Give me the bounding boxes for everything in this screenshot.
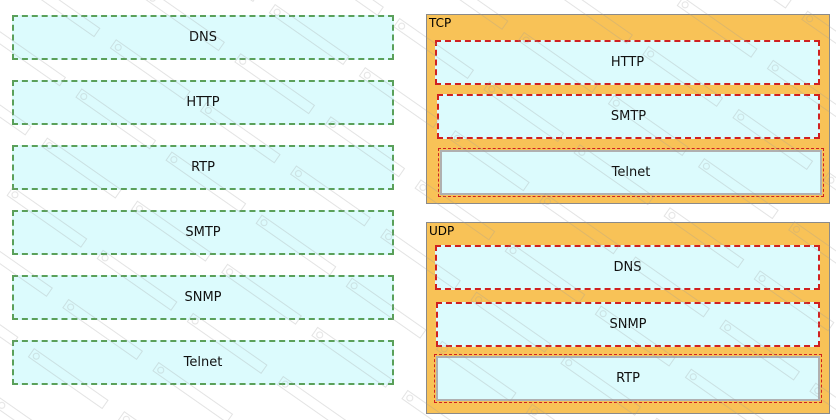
- slot-label: RTP: [616, 371, 640, 386]
- option-label: SNMP: [184, 290, 222, 305]
- option-rtp[interactable]: RTP: [12, 145, 394, 190]
- tcp-slot-3[interactable]: Telnet: [438, 148, 824, 197]
- tcp-zone-title: TCP: [429, 16, 452, 30]
- option-label: Telnet: [183, 355, 223, 370]
- option-label: DNS: [189, 30, 217, 45]
- option-snmp[interactable]: SNMP: [12, 275, 394, 320]
- tcp-slot-2[interactable]: SMTP: [437, 94, 820, 139]
- option-dns[interactable]: DNS: [12, 15, 394, 60]
- slot-label: Telnet: [611, 165, 651, 180]
- udp-slot-3[interactable]: RTP: [434, 354, 822, 403]
- option-smtp[interactable]: SMTP: [12, 210, 394, 255]
- slot-label: DNS: [613, 260, 642, 275]
- option-http[interactable]: HTTP: [12, 80, 394, 125]
- option-label: SMTP: [185, 225, 221, 240]
- tcp-slot-1[interactable]: HTTP: [435, 40, 820, 85]
- slot-label: SMTP: [610, 109, 647, 124]
- option-label: RTP: [191, 160, 215, 175]
- option-label: HTTP: [186, 95, 220, 110]
- slot-label: SNMP: [609, 317, 647, 332]
- udp-slot-1[interactable]: DNS: [435, 245, 820, 290]
- slot-label: HTTP: [610, 55, 645, 70]
- udp-zone-title: UDP: [429, 224, 455, 238]
- option-telnet[interactable]: Telnet: [12, 340, 394, 385]
- udp-slot-2[interactable]: SNMP: [436, 302, 820, 347]
